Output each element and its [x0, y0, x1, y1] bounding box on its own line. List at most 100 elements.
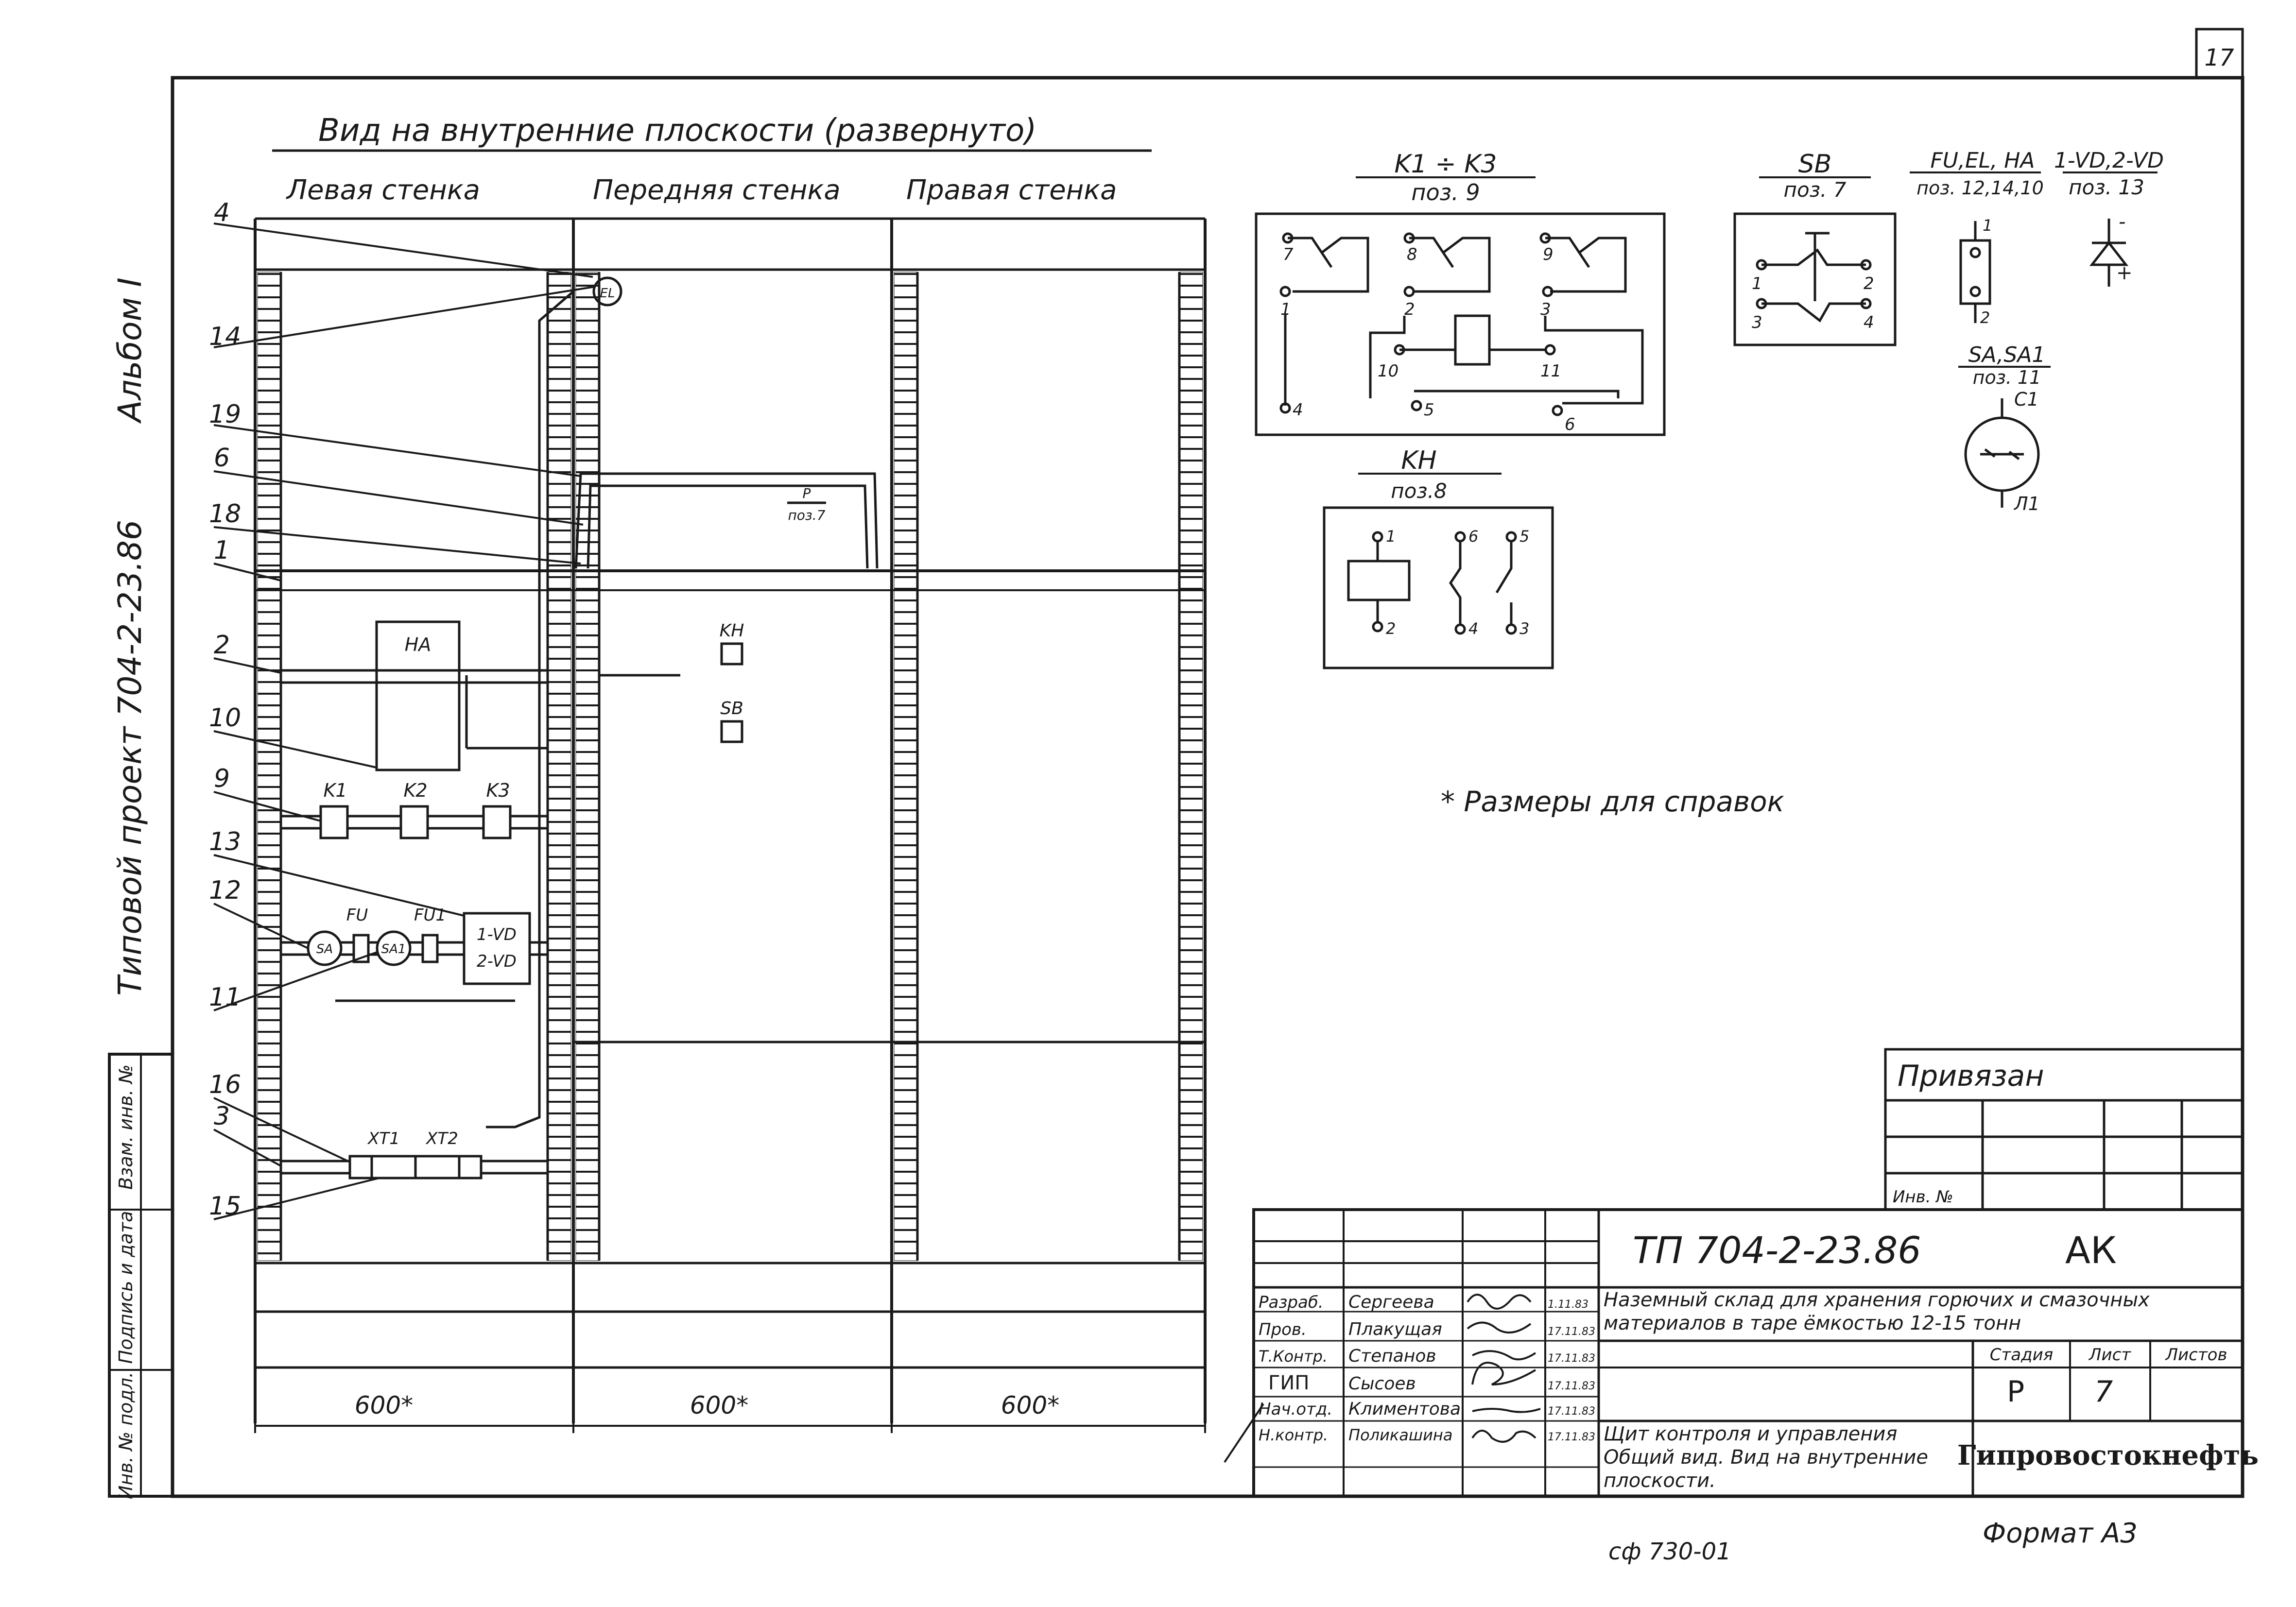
dim-left: 600*	[355, 1391, 413, 1419]
kh-pin-2: 2	[1386, 619, 1396, 638]
fu-pin-2: 2	[1980, 308, 1990, 327]
tb-sheet: 7	[2094, 1375, 2113, 1409]
k-pin-5: 5	[1424, 400, 1434, 420]
fu-schematic-title: FU,EL, HA	[1931, 148, 2035, 173]
dim-front: 600*	[690, 1391, 748, 1419]
bottom-code: сф 730-01	[1608, 1538, 1731, 1565]
tb-stage: Р	[2007, 1375, 2024, 1409]
callout-15: 15	[209, 1192, 241, 1221]
fu-pin-1: 1	[1983, 216, 1992, 235]
dimensions-note: * Размеры для справок	[1441, 785, 1784, 818]
signatures	[1224, 1294, 1541, 1463]
role-2: Т.Контр.	[1259, 1347, 1328, 1366]
k-pin-1: 1	[1280, 300, 1291, 319]
k-schematic-title: K1 ÷ K3	[1395, 150, 1497, 179]
fu1-label: FU1	[414, 906, 446, 925]
tb-code: ТП 704-2-23.86	[1633, 1229, 1921, 1272]
title-block-grid	[1252, 1208, 2244, 1498]
name-3: Сысоев	[1348, 1374, 1416, 1394]
k-pin-8: 8	[1407, 245, 1417, 264]
vd1-label: 1-VD	[477, 925, 517, 944]
tb-project-name: Наземный склад для хранения горючих и см…	[1604, 1289, 2150, 1334]
callout-leaders	[213, 222, 596, 1220]
callout-16: 16	[209, 1070, 241, 1099]
sa-top-label: C1	[2014, 389, 2039, 410]
k-pin-2: 2	[1404, 300, 1415, 319]
diode-symbol	[2089, 219, 2129, 287]
p-pos-label: поз.7	[788, 507, 825, 523]
sb-pin-3: 3	[1752, 313, 1762, 332]
left-wall-devices	[281, 276, 879, 1180]
kh-pin-6: 6	[1468, 527, 1478, 546]
sa-schematic-title: SA,SA1	[1968, 342, 2046, 367]
kh-pin-5: 5	[1519, 527, 1529, 546]
privyazan-title: Привязан	[1898, 1059, 2044, 1093]
inv-podl-label: Инв. № подл.	[115, 1372, 137, 1499]
dimension-lines	[254, 1368, 1206, 1433]
name-1: Плакущая	[1348, 1319, 1442, 1339]
format-label: Формат A3	[1983, 1518, 2138, 1549]
k-pin-9: 9	[1543, 245, 1554, 264]
callout-10: 10	[209, 703, 241, 733]
role-4: Нач.отд.	[1259, 1400, 1332, 1419]
project-label: Типовой проект 704-2-23.86	[111, 520, 149, 996]
tb-mark: АК	[2065, 1229, 2117, 1272]
tb-stage-hdr: Стадия	[1990, 1345, 2053, 1365]
callout-3: 3	[214, 1102, 230, 1131]
sb-pin-4: 4	[1864, 313, 1874, 332]
k-schematic	[1255, 212, 1666, 436]
k-pin-6: 6	[1565, 415, 1575, 434]
callout-2: 2	[214, 631, 230, 660]
walls-grid	[254, 217, 1207, 1423]
view-title: Вид на внутренние плоскости (развернуто)	[318, 113, 1036, 149]
tb-sheet-hdr: Лист	[2088, 1345, 2131, 1365]
vd2-label: 2-VD	[477, 952, 517, 971]
sa-bottom-label: Л1	[2013, 493, 2040, 514]
tb-sheets-hdr: Листов	[2164, 1345, 2227, 1365]
date-0: 1.11.83	[1548, 1299, 1588, 1311]
fu-label: FU	[346, 906, 368, 925]
callout-11: 11	[209, 983, 241, 1012]
sb-schematic-pos: поз. 7	[1784, 178, 1847, 202]
callout-14: 14	[209, 322, 241, 351]
podpis-label: Подпись и дата	[115, 1211, 137, 1364]
vd-minus: -	[2119, 211, 2125, 233]
sa1-label: SA1	[381, 942, 406, 957]
ha-label: HA	[405, 634, 432, 655]
role-1: Пров.	[1259, 1320, 1307, 1339]
k3-label: K3	[486, 780, 510, 801]
k-pin-3: 3	[1540, 300, 1551, 319]
callout-1: 1	[214, 536, 230, 565]
callout-9: 9	[214, 764, 230, 793]
album-label: Альбом I	[111, 277, 149, 424]
k-pin-11: 11	[1540, 361, 1561, 381]
k1-label: K1	[323, 780, 347, 801]
sheet-frame	[171, 76, 2244, 1498]
kh-schematic-pos: поз.8	[1391, 479, 1447, 503]
wall-left-label: Левая стенка	[286, 174, 480, 206]
kh-pin-1: 1	[1386, 527, 1396, 546]
date-1: 17.11.83	[1548, 1326, 1595, 1338]
sb-pin-1: 1	[1752, 274, 1762, 293]
sheet-corner-number: 17	[2204, 44, 2234, 71]
tb-org: Гипровостокнефть	[1957, 1439, 2259, 1471]
name-4: Климентова	[1348, 1399, 1461, 1419]
callout-numbers: 4 14 19 6 18 1 2 10 9 13 12 11 16 3 15	[209, 198, 241, 1221]
xt1-label: XT1	[367, 1129, 400, 1148]
el-label: EL	[600, 286, 615, 301]
sa-schematic-pos: поз. 11	[1973, 367, 2041, 388]
vd-schematic-pos: поз. 13	[2069, 175, 2144, 199]
kh-pin-4: 4	[1468, 619, 1478, 638]
role-0: Разраб.	[1259, 1293, 1324, 1312]
role-3: ГИП	[1268, 1372, 1309, 1394]
wall-right-label: Правая стенка	[906, 174, 1117, 206]
callout-18: 18	[209, 499, 241, 529]
role-5: Н.контр.	[1259, 1426, 1328, 1444]
dim-right: 600*	[1001, 1391, 1059, 1419]
callout-19: 19	[209, 400, 241, 429]
date-5: 17.11.83	[1548, 1431, 1595, 1443]
name-5: Поликашина	[1348, 1426, 1452, 1444]
sa-label: SA	[316, 942, 333, 957]
k-schematic-pos: поз. 9	[1411, 179, 1480, 205]
